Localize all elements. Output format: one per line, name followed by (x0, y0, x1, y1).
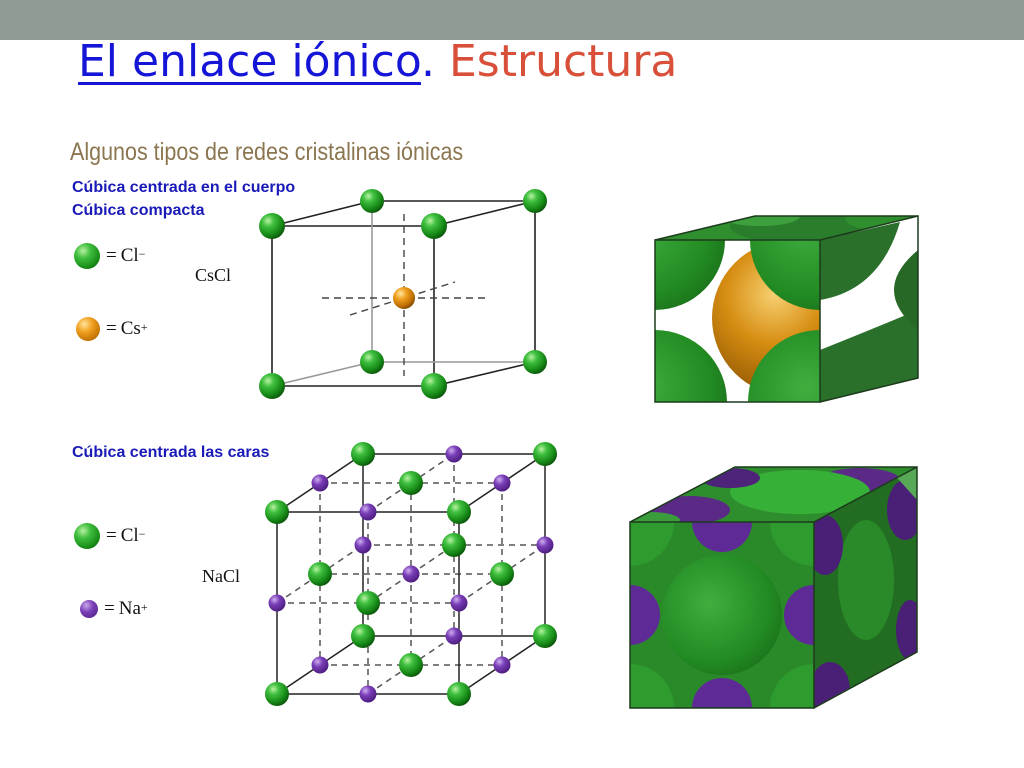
sodium-atom (311, 474, 329, 492)
legend-cl-csc: = Cl− (74, 243, 145, 269)
lattice-edge (367, 573, 412, 604)
lattice-edge (458, 573, 503, 604)
chlorine-atom (351, 442, 375, 466)
title-dot: . (421, 36, 435, 87)
legend-na-charge: + (140, 599, 148, 614)
chlorine-atom (259, 373, 285, 399)
cesium-sphere-icon (76, 317, 100, 341)
cscl-label-line1: Cúbica centrada en el cuerpo (72, 179, 296, 196)
sodium-atom (402, 565, 420, 583)
legend-cs: = Cs+ (76, 317, 148, 341)
top-bar (0, 0, 1024, 40)
sodium-atom (450, 594, 468, 612)
chloride-ion-large (662, 555, 782, 675)
chlorine-atom (265, 682, 289, 706)
chlorine-atom (351, 624, 375, 648)
legend-cs-text: Cs (120, 318, 141, 339)
sodium-atom (354, 536, 372, 554)
cscl-unit-cell (271, 200, 536, 387)
legend-cl-text: Cl (120, 245, 139, 266)
sodium-atom (445, 445, 463, 463)
cscl-label-line2: Cúbica compacta (72, 202, 205, 219)
legend-equals: = (104, 598, 115, 619)
lattice-edge (276, 573, 321, 604)
chlorine-atom (533, 442, 557, 466)
legend-cl-fcc: = Cl− (74, 523, 145, 549)
cscl-formula: CsCl (195, 265, 232, 285)
legend-cl-text: Cl (120, 525, 139, 546)
legend-na: = Na+ (80, 598, 148, 620)
legend-equals: = (106, 245, 117, 266)
chlorine-atom (399, 471, 423, 495)
chlorine-atom (523, 189, 547, 213)
lattice-edge (367, 482, 412, 513)
legend-cl-charge: − (138, 246, 146, 261)
chlorine-sphere-icon (74, 523, 100, 549)
chlorine-atom (523, 350, 547, 374)
legend-cl-charge: − (138, 526, 146, 541)
chlorine-atom (421, 213, 447, 239)
page-title: El enlace iónico. Estructura (78, 30, 677, 94)
nacl-space-filling-cube (629, 466, 918, 709)
legend-cs-charge: + (140, 319, 148, 334)
sodium-atom (268, 594, 286, 612)
chlorine-atom (533, 624, 557, 648)
nacl-formula: NaCl (202, 566, 240, 586)
legend-equals: = (106, 318, 117, 339)
sodium-atom (445, 627, 463, 645)
sodium-atom (311, 656, 329, 674)
chlorine-atom (447, 682, 471, 706)
lattice-edge (501, 544, 546, 575)
chlorine-atom (308, 562, 332, 586)
title-link[interactable]: El enlace iónico (78, 36, 421, 87)
chlorine-atom (360, 189, 384, 213)
chlorine-atom (399, 653, 423, 677)
chlorine-atom (259, 213, 285, 239)
sodium-atom (493, 656, 511, 674)
legend-equals: = (106, 525, 117, 546)
chlorine-atom (490, 562, 514, 586)
chlorine-atom (447, 500, 471, 524)
section-subtitle: Algunos tipos de redes cristalinas iónic… (70, 138, 464, 166)
lattice-edge (367, 664, 412, 695)
chlorine-atom (442, 533, 466, 557)
sodium-atom (359, 685, 377, 703)
chlorine-atom (360, 350, 384, 374)
cesium-atom (393, 287, 415, 309)
lattice-edge (319, 544, 364, 575)
lattice-edge (410, 544, 455, 575)
chlorine-atom (421, 373, 447, 399)
cscl-atoms (259, 189, 547, 399)
title-structure: Estructura (449, 36, 678, 87)
lattice-edge (410, 453, 455, 484)
fcc-label: Cúbica centrada las caras (72, 444, 270, 461)
sodium-atom (536, 536, 554, 554)
sodium-atom (493, 474, 511, 492)
chlorine-sphere-icon (74, 243, 100, 269)
chlorine-atom (356, 591, 380, 615)
nacl-unit-cell (265, 442, 557, 706)
sodium-sphere-icon (80, 600, 98, 618)
lattice-edge (410, 635, 455, 666)
sodium-atom (359, 503, 377, 521)
cscl-space-filling-cube (654, 215, 919, 403)
legend-na-text: Na (118, 598, 141, 619)
chlorine-atom (265, 500, 289, 524)
